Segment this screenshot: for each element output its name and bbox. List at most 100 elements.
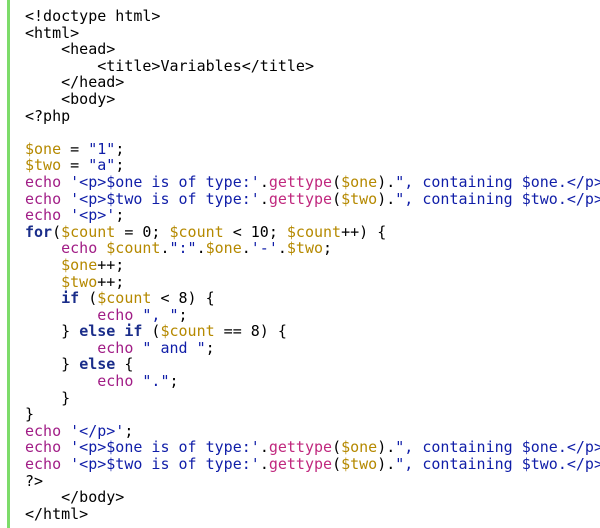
code-token: (: [332, 455, 342, 474]
code-token: $two: [25, 156, 62, 175]
code-line: if ($count < 8) {: [25, 290, 600, 307]
code-token: $two: [61, 272, 98, 291]
code-token: ":": [169, 239, 197, 258]
code-line: echo ".";: [25, 373, 600, 390]
code-token: .: [196, 239, 206, 258]
code-token: <title>Variables</title>: [25, 56, 314, 75]
code-line: } else if ($count == 8) {: [25, 323, 600, 340]
code-line: echo '<p>';: [25, 207, 600, 224]
code-token: $count: [61, 222, 116, 241]
code-token: .: [160, 239, 170, 258]
code-token: <?php: [25, 106, 71, 125]
code-token: if: [61, 289, 80, 308]
code-token: $count: [97, 289, 152, 308]
code-line: <html>: [25, 23, 600, 42]
code-token: else: [79, 355, 116, 374]
code-token: $one: [341, 438, 378, 457]
code-token: ++) {: [341, 222, 387, 241]
code-token: $count: [169, 222, 224, 241]
code-token: '<p>$one is of type:': [61, 172, 260, 191]
code-token: <html>: [25, 23, 80, 42]
code-token: echo: [25, 172, 62, 191]
code-token: < 8) {: [151, 289, 215, 308]
code-line: </head>: [25, 74, 600, 91]
code-line: for($count = 0; $count < 10; $count++) {: [25, 222, 600, 241]
code-token: < 10;: [223, 222, 287, 241]
code-token: gettype: [268, 438, 333, 457]
code-token: "a": [88, 156, 116, 175]
code-token: =: [61, 156, 89, 175]
code-token: $one: [341, 172, 378, 191]
code-token: {: [115, 355, 134, 374]
code-token: ).: [377, 172, 396, 191]
code-token: </html>: [25, 504, 89, 523]
code-token: $one: [25, 139, 62, 158]
code-line: }: [25, 406, 600, 423]
code-token: ;: [169, 372, 179, 391]
code-token: $two: [286, 239, 324, 258]
code-token: [25, 306, 97, 324]
code-token: [25, 289, 61, 307]
code-token: (: [142, 322, 161, 341]
code-line: $one++;: [25, 257, 600, 274]
code-token: echo: [61, 239, 98, 258]
code-token: for: [25, 222, 53, 241]
code-token: '<p>$two is of type:': [61, 455, 260, 474]
code-token: </head>: [25, 73, 125, 92]
code-token: $one: [205, 239, 242, 258]
code-line: ​: [25, 124, 600, 141]
code-token: echo: [97, 305, 134, 324]
code-line: }: [25, 389, 600, 407]
code-token: }: [25, 405, 35, 424]
code-token: ", containing $two.</p>: [395, 455, 600, 474]
code-token: " and ": [142, 338, 206, 357]
code-token: echo: [25, 421, 62, 440]
code-token: '<p>': [61, 206, 116, 225]
code-line: echo '<p>$one is of type:'.gettype($one)…: [25, 439, 600, 456]
code-token: }: [25, 322, 80, 341]
code-line: echo '<p>$two is of type:'.gettype($two)…: [25, 456, 600, 473]
code-token: ;: [323, 239, 333, 258]
code-token: .: [259, 438, 269, 457]
code-token: <head>: [25, 40, 116, 59]
code-token: [97, 239, 106, 257]
code-token: .: [259, 172, 269, 191]
code-token: [25, 239, 61, 257]
code-token: echo: [25, 455, 62, 474]
code-line: </html>: [25, 506, 600, 523]
code-token: <!doctype html>: [25, 7, 161, 25]
code-token: =: [61, 139, 89, 158]
code-token: else if: [79, 322, 143, 341]
code-line: echo $count.":".$one.'-'.$two;: [25, 240, 600, 257]
code-token: ", containing $two.</p>: [395, 189, 600, 208]
code-token: echo: [97, 338, 134, 357]
code-token: ).: [377, 189, 396, 208]
code-line: $two = "a";: [25, 157, 600, 174]
code-token: ;: [205, 338, 215, 357]
code-token: (: [79, 289, 98, 308]
code-token: echo: [25, 189, 62, 208]
code-line: <body>: [25, 91, 600, 108]
code-token: '-': [250, 239, 278, 258]
code-line: echo '</p>';: [25, 423, 600, 440]
code-token: $count: [286, 222, 342, 241]
code-token: ++;: [97, 272, 125, 291]
code-token: ?>: [25, 471, 44, 490]
code-token: [25, 273, 61, 291]
code-token: ).: [377, 455, 396, 474]
code-token: ;: [124, 421, 134, 440]
code-token: .: [241, 239, 251, 258]
code-token: .: [259, 189, 269, 208]
code-token: }: [25, 355, 80, 374]
code-area[interactable]: <!doctype html><html> <head> <title>Vari…: [25, 8, 600, 522]
code-token: [25, 339, 97, 357]
code-token: "1": [88, 139, 116, 158]
code-token: ++;: [97, 255, 125, 274]
code-token: '</p>': [61, 421, 125, 440]
code-line: ?>: [25, 471, 600, 490]
code-token: == 8) {: [214, 322, 287, 341]
code-token: .: [277, 239, 287, 258]
code-line: $one = "1";: [25, 139, 600, 158]
code-token: $two: [341, 189, 378, 208]
